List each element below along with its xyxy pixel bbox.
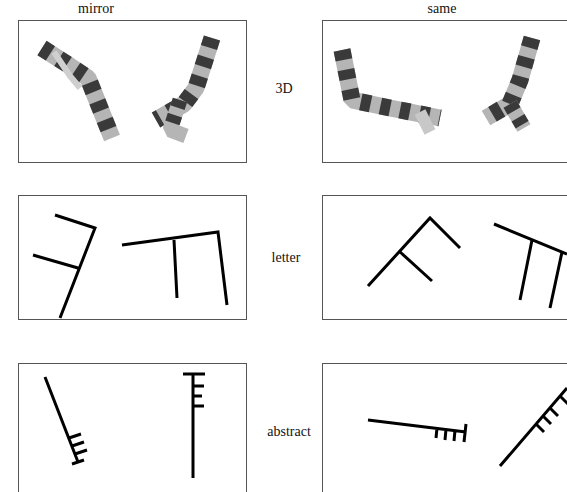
column-heading: mirror [78,1,114,17]
row-label: abstract [267,424,311,440]
row-label: 3D [275,81,292,97]
cube-figures [42,38,532,138]
panel-frame [323,364,567,492]
letter-figure [33,215,95,318]
column-heading: same [428,1,457,17]
letter-figures [33,215,567,318]
abstract-figure [500,388,567,466]
letter-figure [122,232,227,305]
panel-frame [19,196,247,320]
panel-frames [19,21,567,492]
panel-frame [323,21,567,163]
panel-frame [19,364,247,492]
abstract-figure [183,374,205,478]
letter-figure [494,224,567,308]
cube-figure [156,38,212,136]
panel-frame [323,196,567,320]
cube-figure [342,50,440,132]
abstract-figure [45,377,87,464]
letter-figure [368,218,460,286]
panel-frame [19,21,247,163]
abstract-figures [45,374,567,478]
abstract-figure [368,420,466,442]
row-label: letter [272,250,301,266]
cube-figure [42,48,112,138]
cube-figure [486,38,532,128]
